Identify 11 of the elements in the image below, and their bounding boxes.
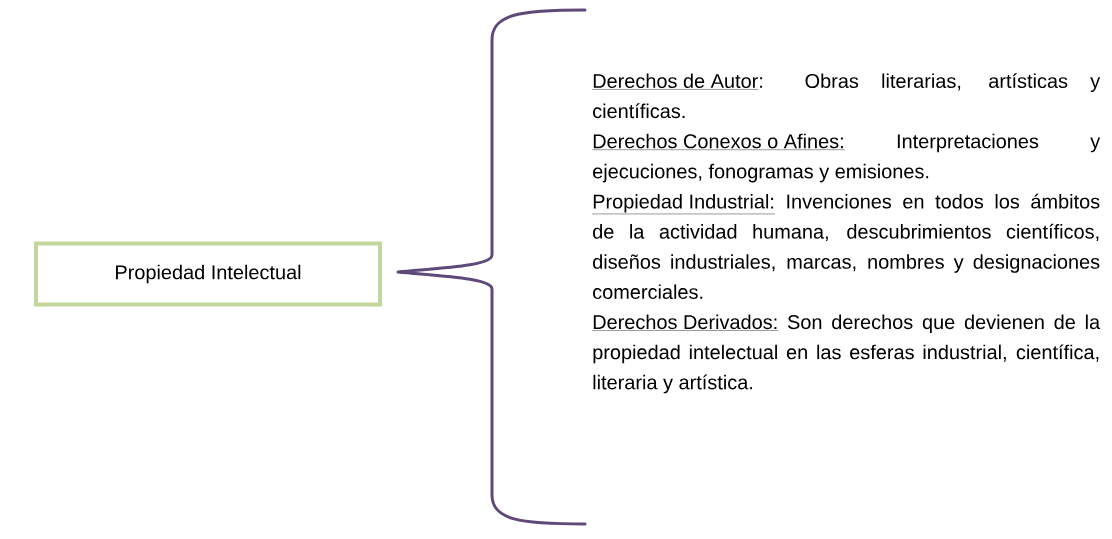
label: : Obras literarias, artísticas y — [760, 73, 1101, 92]
label: Interpretaciones y — [897, 133, 1101, 153]
label: científicas. — [593, 103, 685, 119]
definition-text: Derechos Derivados: Son derechos que devienen de la propiedad intelectual en las esferas industrial, científica, literaria y artística. — [592, 314, 1101, 394]
definition-text: Propiedad Industrial: Invenciones en todos los ámbitos de la actividad humana, descubrimientos científicos, diseños industriales, marcas, nombres y designaciones comerciales. — [592, 193, 1100, 299]
definition-text: Derechos Conexos o Afines: Interpretaciones y ejecuciones, fonogramas y emisiones. — [592, 133, 1101, 183]
definition-text: Derechos de Autor: Obras literarias, artísticas y científicas. — [592, 73, 1101, 119]
concept-box: Propiedad Intelectual — [34, 241, 382, 307]
label: Derechos Conexos o Afines: — [593, 133, 843, 149]
label: Derechos de Autor — [593, 73, 758, 89]
label: ejecuciones, fonogramas y emisiones. — [593, 163, 929, 183]
